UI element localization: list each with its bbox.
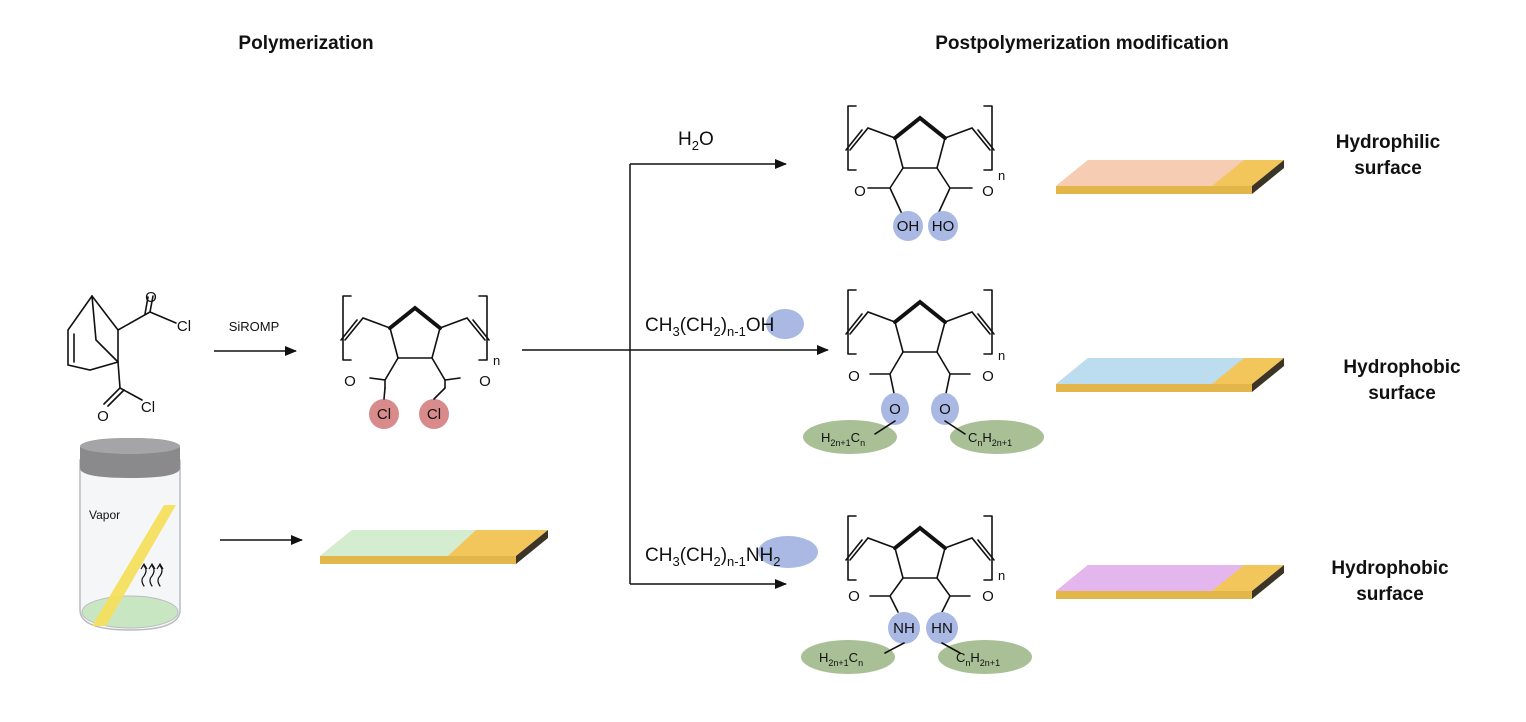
chain-highlight-left	[803, 420, 897, 454]
polymer-o-right: O	[479, 373, 491, 390]
product1-repeat-n: n	[998, 168, 1005, 183]
surface-label-1-line2: surface	[1354, 158, 1422, 179]
product-diamide: O O NH HN H2n+1Cn CnH2n+1 n	[801, 514, 1032, 674]
chain-highlight-right	[950, 420, 1044, 454]
monomer-cl-bottom: Cl	[141, 399, 155, 416]
siromp-label: SiROMP	[229, 319, 280, 334]
product1-o-left: O	[854, 183, 866, 200]
monomer-structure: O Cl O Cl	[67, 289, 191, 425]
initial-coated-slide	[320, 530, 548, 564]
polymer-repeat-n: n	[493, 353, 500, 368]
product2-repeat-n: n	[998, 348, 1005, 363]
product2-chain-left: H2n+1Cn	[821, 430, 865, 448]
reagent-water: H2O	[678, 129, 714, 153]
product3-chain-right: CnH2n+1	[956, 650, 1000, 668]
polymer-cl-right: Cl	[427, 406, 441, 423]
product2-chain-right: CnH2n+1	[968, 430, 1012, 448]
chloride-highlight-right	[419, 399, 449, 429]
vial-vapor-label: Vapor	[89, 508, 120, 522]
surface-label-3-line1: Hydrophobic	[1331, 558, 1449, 579]
product1-group-right: HO	[932, 218, 955, 235]
product1-group-left: OH	[897, 218, 920, 235]
product3-group-left: NH	[893, 620, 915, 637]
polymer-acyl-chloride: O O Cl Cl n	[339, 294, 500, 429]
product2-o-right: O	[982, 368, 994, 385]
reagent-nh2-highlight	[758, 536, 818, 568]
product2-group-left: O	[889, 401, 901, 418]
product3-chain-left: H2n+1Cn	[819, 650, 863, 668]
product1-o-right: O	[982, 183, 994, 200]
slide-hydrophilic	[1056, 160, 1284, 194]
oh-highlight-left	[893, 211, 923, 241]
monomer-o-top: O	[145, 289, 157, 306]
chloride-highlight-left	[369, 399, 399, 429]
product-diacid: O O OH HO n	[844, 104, 1005, 241]
header-postpolymerization: Postpolymerization modification	[935, 33, 1228, 54]
reagent-alcohol: CH3(CH2)n-1OH	[645, 315, 774, 339]
reagent-oh-highlight	[766, 309, 804, 339]
amide-chain-highlight-right	[938, 640, 1032, 674]
product3-o-right: O	[982, 588, 994, 605]
product-diester: O O O O H2n+1Cn CnH2n+1 n	[803, 288, 1044, 454]
surface-label-2-line2: surface	[1368, 383, 1436, 404]
surface-label-1-line1: Hydrophilic	[1336, 132, 1441, 153]
amide-nh-highlight-right	[926, 612, 958, 644]
slide-hydrophobic-ester	[1056, 358, 1284, 392]
vapor-vial: Vapor	[79, 438, 181, 631]
amide-nh-highlight-left	[888, 612, 920, 644]
monomer-o-bottom: O	[97, 408, 109, 425]
header-polymerization: Polymerization	[238, 33, 373, 54]
slide-hydrophobic-amide	[1056, 565, 1284, 599]
product3-o-left: O	[848, 588, 860, 605]
product3-repeat-n: n	[998, 568, 1005, 583]
product2-o-left: O	[848, 368, 860, 385]
product2-group-right: O	[939, 401, 951, 418]
reagent-amine: CH3(CH2)n-1NH2	[645, 545, 781, 569]
polymer-o-left: O	[344, 373, 356, 390]
surface-label-3-line2: surface	[1356, 584, 1424, 605]
ester-o-highlight-left	[881, 393, 909, 425]
product3-group-right: HN	[931, 620, 953, 637]
amide-chain-highlight-left	[801, 640, 895, 674]
polymer-cl-left: Cl	[377, 406, 391, 423]
monomer-cl-top: Cl	[177, 318, 191, 335]
oh-highlight-right	[928, 211, 958, 241]
ester-o-highlight-right	[931, 393, 959, 425]
surface-label-2-line1: Hydrophobic	[1343, 357, 1461, 378]
